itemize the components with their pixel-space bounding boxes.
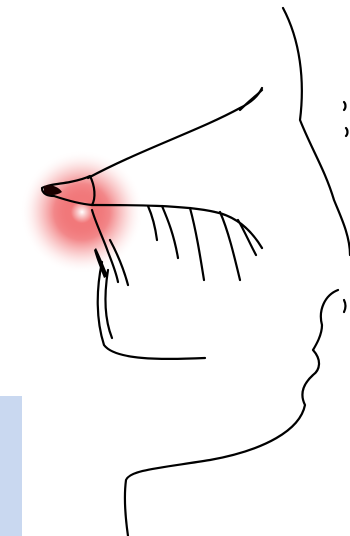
nose-ridge-inner	[240, 90, 262, 110]
root-5	[238, 220, 256, 255]
highlight-glow	[20, 150, 144, 274]
root-2	[162, 206, 178, 258]
root-3	[190, 208, 204, 280]
nose-ridge	[88, 88, 262, 178]
chin-curve	[98, 262, 205, 359]
eye-mark	[344, 102, 346, 110]
chin-inner	[105, 270, 112, 338]
eye-mark-lower	[346, 128, 348, 136]
nostril-mark	[344, 300, 346, 312]
root-1	[148, 206, 157, 240]
